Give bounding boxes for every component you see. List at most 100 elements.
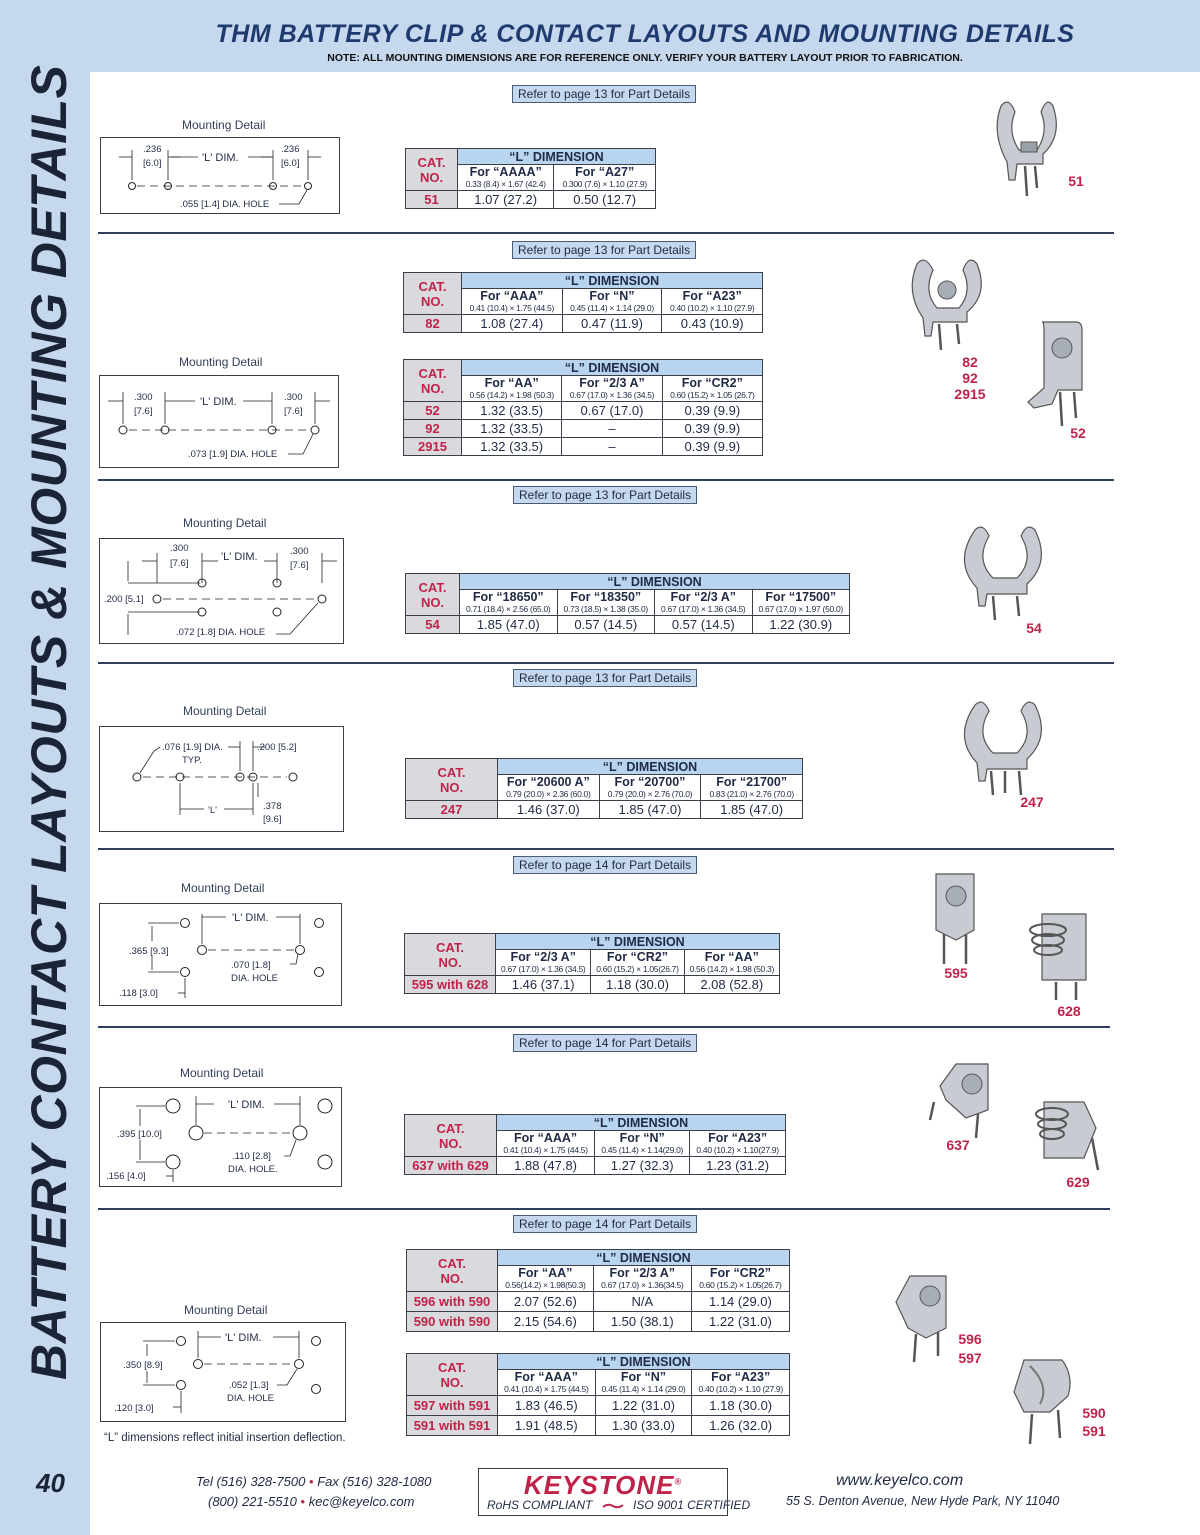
battery-col-header: For “2/3 A”0.67 (17.0) × 1.36 (34.5) (494, 949, 592, 976)
cat-number: 597 with 591 (406, 1395, 498, 1416)
divider (98, 662, 1114, 664)
table-cell: 0.67 (17.0) (561, 401, 663, 420)
table-cell: 1.32 (33.5) (460, 401, 563, 420)
l-dimension-table-52: CAT.NO. “L” DIMENSION For “AA”0.56 (14.2… (403, 359, 764, 456)
footnote: “L” dimensions reflect initial insertion… (104, 1432, 346, 1444)
keystone-logo: KEYSTONE® (523, 1470, 683, 1500)
email-link[interactable]: kec@keyelco.com (308, 1494, 415, 1509)
part-number-label: 82 (962, 354, 978, 370)
divider (98, 232, 1114, 234)
offset-text: .200 [5.1] (104, 594, 144, 605)
dim-right-text: .300 (284, 392, 303, 403)
table-cell: 1.08 (27.4) (461, 314, 563, 333)
table-cell: 1.83 (46.5) (497, 1395, 596, 1416)
h-offset-text: .156 [4.0] (106, 1171, 146, 1182)
cat-no-header: CAT.NO. (406, 1353, 498, 1396)
website-link[interactable]: www.keyelco.com (836, 1472, 964, 1489)
table-cell: 0.39 (9.9) (661, 401, 764, 420)
battery-col-header: For “N”0.45 (11.4) × 1.14(29.0) (594, 1130, 691, 1157)
table-cell: 1.07 (27.2) (456, 190, 555, 209)
battery-col-header: For “N”0.45 (11.4) × 1.14 (29.0) (594, 1369, 693, 1396)
table-cell: 1.22 (31.0) (690, 1311, 791, 1332)
sidebar-title: BATTERY CONTACT LAYOUTS & MOUNTING DETAI… (21, 64, 77, 1380)
mounting-detail-diagram-51: .236 [6.0] 'L' DIM. .236 [6.0] .055 [1.4… (100, 137, 340, 214)
footer-phone-line: Tel (516) 328-7500 • Fax (516) 328-1080 (196, 1474, 431, 1489)
table-cell: 1.32 (33.5) (460, 437, 563, 456)
l-dim-text: 'L' DIM. (200, 396, 237, 408)
table-cell: 1.27 (32.3) (594, 1156, 691, 1175)
battery-col-header: For “AA”0.56 (14.2) × 1.98 (50.3) (460, 375, 563, 402)
battery-col-header: For “A23”0.40 (10.2) × 1.10 (27.9) (691, 1369, 790, 1396)
battery-col-header: For “18350”0.73 (18.5) × 1.38 (35.0) (556, 589, 655, 616)
battery-contact-52-image (1024, 318, 1084, 433)
hole-text: .070 [1.8] (231, 960, 271, 971)
battery-col-header: For “A23”0.40 (10.2) × 1.10(27.9) (689, 1130, 786, 1157)
fax-number: Fax (516) 328-1080 (317, 1474, 432, 1489)
cat-number: 247 (405, 800, 498, 819)
table-cell: 1.26 (32.0) (691, 1415, 790, 1436)
header-note: NOTE: ALL MOUNTING DIMENSIONS ARE FOR RE… (327, 52, 963, 64)
l-dimension-table-596: CAT.NO. “L” DIMENSION For “AA”0.56(14.2)… (406, 1249, 791, 1332)
v-spacing-text: .365 [9.3] (129, 946, 169, 957)
battery-col-header: For “20600 A”0.79 (20.0) × 2.36 (60.0) (497, 774, 600, 801)
table-cell: 1.18 (30.0) (691, 1395, 790, 1416)
l-dimension-table-597: CAT.NO. “L” DIMENSION For “AAA”0.41 (10.… (406, 1353, 790, 1436)
l-dimension-header: “L” DIMENSION (495, 933, 780, 950)
battery-contact-595-image (926, 870, 986, 971)
part-number-label: 92 (962, 370, 978, 386)
dim-right-text: [6.0] (281, 158, 300, 169)
battery-col-header: For “AAA”0.41 (10.4) × 1.75 (44.5) (461, 288, 563, 315)
battery-col-header: For “2/3 A”0.67 (17.0) × 1.36 (34.5) (654, 589, 753, 616)
l-dim-text: 'L' DIM. (228, 1099, 265, 1111)
dim-right-text: .300 (290, 546, 309, 557)
cat-number: 92 (403, 419, 462, 438)
table-cell: 2.15 (54.6) (497, 1311, 594, 1332)
battery-col-header: For “AAA”0.41 (10.4) × 1.75 (44.5) (495, 1130, 596, 1157)
battery-col-header: For “CR2”0.60 (15.2) × 1.05 (26.7) (661, 375, 764, 402)
tilde-divider-icon (602, 1503, 624, 1509)
battery-col-header: For “17500”0.67 (17.0) × 1.97 (50.0) (751, 589, 850, 616)
hole-text: DIA. HOLE (227, 1393, 274, 1404)
l-dim-text: 'L' DIM. (225, 1332, 262, 1344)
cat-number: 2915 (403, 437, 462, 456)
battery-clip-82-image (903, 252, 999, 357)
l-dimension-table-637: CAT.NO. “L” DIMENSION For “AAA”0.41 (10.… (404, 1114, 786, 1175)
table-cell: 1.88 (47.8) (495, 1156, 596, 1175)
l-dimension-header: “L” DIMENSION (457, 148, 656, 165)
sidebar-band (0, 0, 90, 1535)
l-dimension-table-247: CAT.NO. “L” DIMENSION For “20600 A”0.79 … (405, 758, 803, 819)
dim-left-text: .300 (134, 392, 153, 403)
cat-number: 637 with 629 (404, 1156, 497, 1175)
part-number-label: 597 (958, 1350, 982, 1366)
rohs-text: RoHS COMPLIANT (487, 1498, 593, 1512)
cat-number: 596 with 590 (406, 1291, 498, 1312)
cat-no-header: CAT.NO. (405, 148, 458, 191)
mounting-detail-diagram-596: 'L' DIM. .350 [8.9] .052 [1.3] DIA. HOLE… (100, 1322, 346, 1422)
mounting-detail-label: Mounting Detail (184, 1303, 268, 1317)
l-label-text: 'L' (208, 805, 217, 816)
cat-number: 52 (403, 401, 462, 420)
cat-number: 51 (405, 190, 458, 209)
cat-no-header: CAT.NO. (404, 1114, 497, 1157)
cat-no-header: CAT.NO. (403, 359, 462, 402)
table-cell: 0.57 (14.5) (556, 615, 655, 634)
part-number-label: 591 (1082, 1423, 1106, 1439)
cat-no-header: CAT.NO. (404, 933, 496, 976)
dim-right-text: .236 (281, 144, 300, 155)
table-cell: 0.47 (11.9) (561, 314, 663, 333)
battery-clip-54-image (955, 522, 1055, 627)
table-cell: 0.43 (10.9) (661, 314, 763, 333)
mounting-detail-label: Mounting Detail (183, 516, 267, 530)
refer-page-14-note: Refer to page 14 for Part Details (513, 856, 698, 874)
l-dimension-table-51: CAT.NO. “L” DIMENSION For “AAAA”0.33 (8.… (405, 148, 656, 209)
v-spacing-text: .395 [10.0] (117, 1129, 162, 1140)
offset-text: [9.6] (263, 814, 282, 825)
l-dim-text: 'L' DIM. (232, 912, 269, 924)
part-number-label: 590 (1082, 1405, 1106, 1421)
part-number-label: 52 (1070, 425, 1086, 441)
mounting-detail-label: Mounting Detail (182, 118, 266, 132)
battery-col-header: For “20700”0.79 (20.0) × 2.76 (70.0) (598, 774, 702, 801)
spring-contact-629-image (1022, 1098, 1102, 1179)
table-cell: 2.07 (52.6) (497, 1291, 594, 1312)
part-number-label: 595 (944, 965, 968, 981)
